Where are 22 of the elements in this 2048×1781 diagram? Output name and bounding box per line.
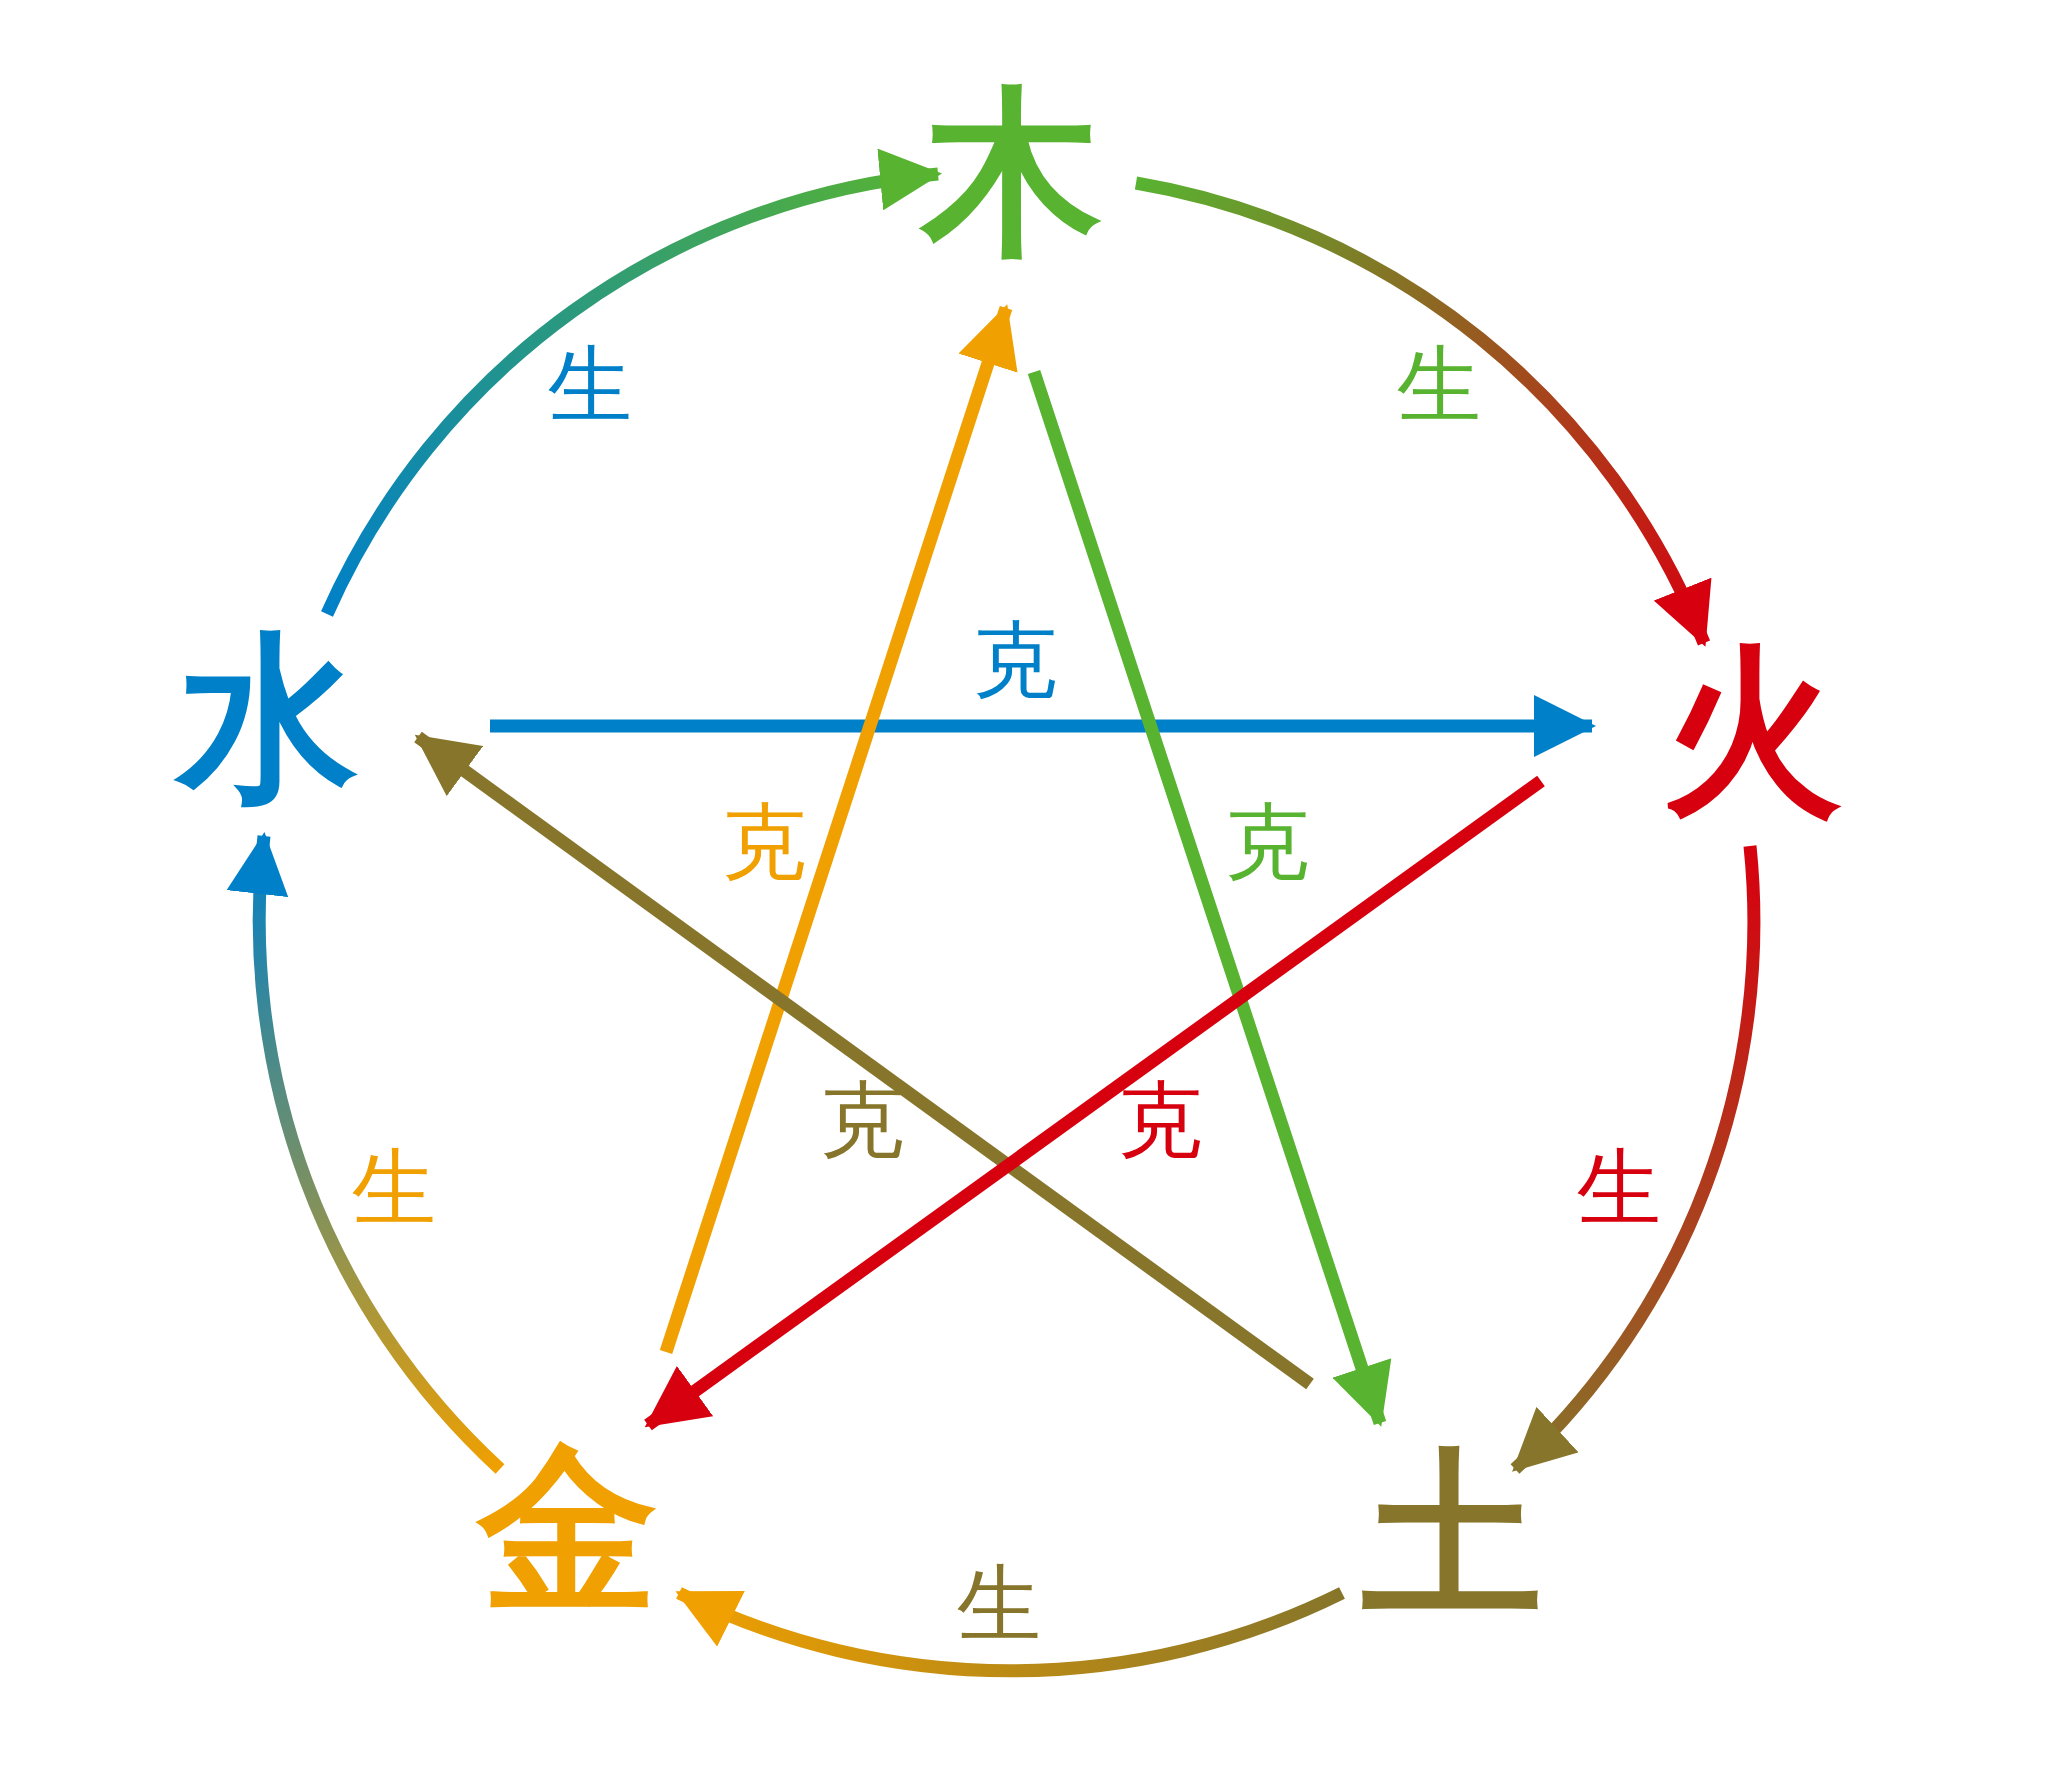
edge-label: 克 xyxy=(722,800,806,884)
arrow xyxy=(644,775,1545,1431)
arrow xyxy=(414,731,1314,1390)
arrow xyxy=(659,304,1018,1354)
edge-label: 克 xyxy=(973,618,1057,702)
edge-label: 生 xyxy=(352,1146,436,1230)
edge-label: 克 xyxy=(1118,1078,1202,1162)
arrow xyxy=(675,1587,1345,1678)
edge-label: 克 xyxy=(820,1078,904,1162)
arrow xyxy=(229,832,505,1474)
arrow xyxy=(1134,176,1710,647)
element-character: 土 xyxy=(1362,1444,1542,1624)
edge-label: 生 xyxy=(1577,1146,1661,1230)
edge-label: 生 xyxy=(957,1562,1041,1646)
arrow xyxy=(1510,845,1761,1474)
element-character: 金 xyxy=(478,1438,658,1618)
edge-label: 生 xyxy=(548,343,632,427)
edge-label: 克 xyxy=(1225,800,1309,884)
arrow xyxy=(1027,369,1392,1427)
edge-label: 生 xyxy=(1397,343,1481,427)
arrow xyxy=(490,695,1596,757)
element-character: 火 xyxy=(1662,641,1842,821)
